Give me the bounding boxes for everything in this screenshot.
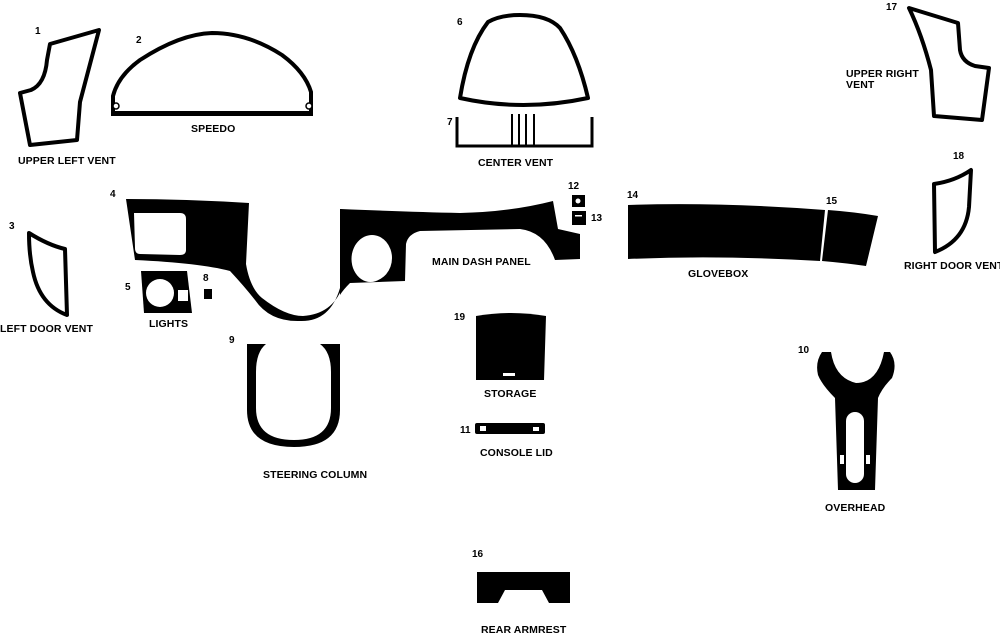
part-number-8: 8 xyxy=(203,273,209,284)
part-9-steering-column[interactable] xyxy=(247,344,340,447)
part-12-switch-bezel[interactable] xyxy=(572,195,585,207)
label-main-dash-panel: MAIN DASH PANEL xyxy=(432,256,531,268)
part-number-16: 16 xyxy=(472,549,484,560)
part-19-storage[interactable] xyxy=(476,313,546,380)
label-storage: STORAGE xyxy=(484,388,537,400)
label-rear-armrest: REAR ARMREST xyxy=(481,624,567,636)
label-console-lid: CONSOLE LID xyxy=(480,447,553,459)
label-glovebox: GLOVEBOX xyxy=(688,268,749,280)
part-5-lights[interactable] xyxy=(141,271,192,313)
part-number-6: 6 xyxy=(457,17,463,28)
part-13-switch-bezel[interactable] xyxy=(572,211,586,225)
part-8-small-trim[interactable] xyxy=(204,289,212,299)
label-lights: LIGHTS xyxy=(149,318,189,330)
part-15-glovebox[interactable] xyxy=(822,210,878,266)
label-steering-column: STEERING COLUMN xyxy=(263,469,368,481)
part-number-2: 2 xyxy=(136,35,142,46)
part-number-13: 13 xyxy=(591,213,603,224)
part-17-upper-right-vent[interactable] xyxy=(907,6,991,122)
label-right-door-vent: RIGHT DOOR VENT xyxy=(904,260,1000,272)
part-number-11: 11 xyxy=(460,425,471,436)
part-number-1: 1 xyxy=(35,26,41,37)
part-number-15: 15 xyxy=(826,196,838,207)
part-number-7: 7 xyxy=(447,117,453,128)
part-number-17: 17 xyxy=(886,2,898,13)
part-number-18: 18 xyxy=(953,151,965,162)
part-2-speedo[interactable] xyxy=(111,30,313,116)
part-number-4: 4 xyxy=(110,189,116,200)
part-11-console-lid[interactable] xyxy=(475,423,545,434)
part-number-19: 19 xyxy=(454,312,466,323)
label-speedo: SPEEDO xyxy=(191,123,236,135)
label-center-vent: CENTER VENT xyxy=(478,157,554,169)
part-number-3: 3 xyxy=(9,221,15,232)
part-number-10: 10 xyxy=(798,345,810,356)
part-number-9: 9 xyxy=(229,335,235,346)
part-number-5: 5 xyxy=(125,282,131,293)
part-3-left-door-vent[interactable] xyxy=(27,231,69,317)
label-upper-right-vent-line1: UPPER RIGHT xyxy=(846,68,919,80)
part-1-upper-left-vent[interactable] xyxy=(18,28,101,147)
part-4-left-dash-panel[interactable] xyxy=(126,199,346,322)
part-number-14: 14 xyxy=(627,190,639,201)
part-6-center-vent-top[interactable] xyxy=(458,13,590,107)
part-16-rear-armrest[interactable] xyxy=(477,572,570,603)
label-left-door-vent: LEFT DOOR VENT xyxy=(0,323,93,335)
part-main-dash-panel[interactable] xyxy=(340,201,580,295)
part-14-glovebox[interactable] xyxy=(628,204,825,261)
part-10-overhead[interactable] xyxy=(817,352,895,490)
part-18-right-door-vent[interactable] xyxy=(932,168,973,254)
part-number-12: 12 xyxy=(568,181,580,192)
part-7-center-vent-bottom[interactable] xyxy=(455,114,594,148)
label-upper-left-vent: UPPER LEFT VENT xyxy=(18,155,116,167)
label-overhead: OVERHEAD xyxy=(825,502,886,514)
label-upper-right-vent-line2: VENT xyxy=(846,79,875,91)
